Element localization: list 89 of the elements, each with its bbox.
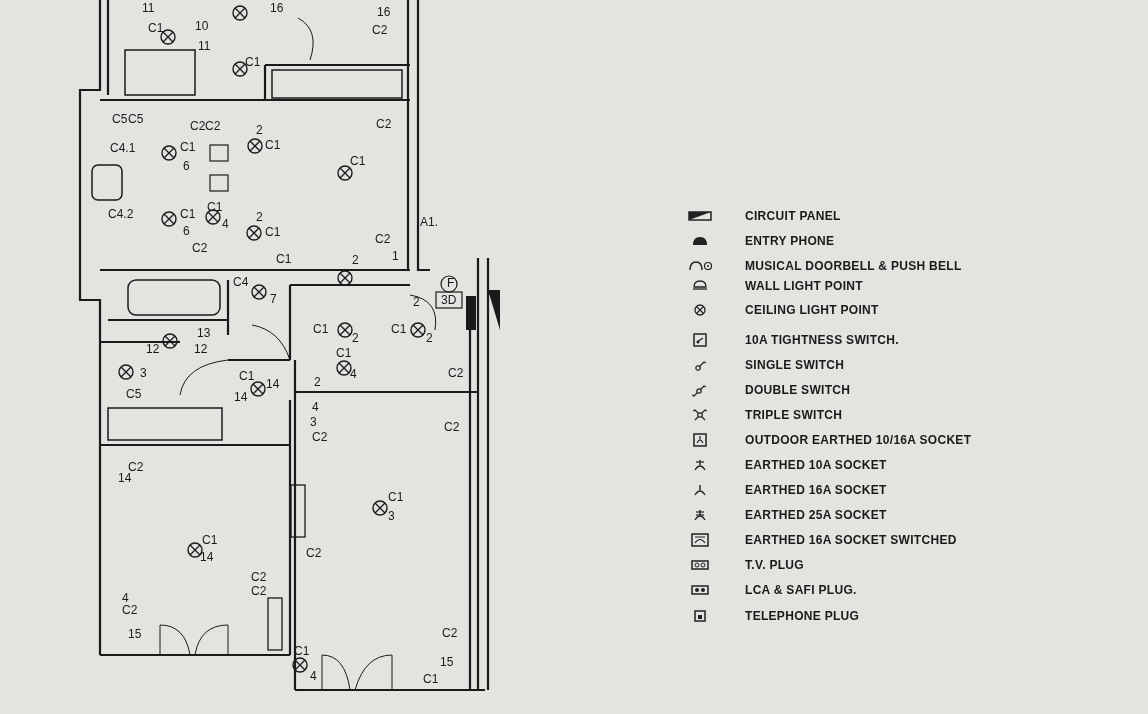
circuit-label: C4: [233, 276, 249, 288]
circuit-label: 14: [234, 391, 248, 403]
circuit-label: 12: [194, 343, 208, 355]
circuit-label: C1: [313, 323, 329, 335]
legend-text: TELEPHONE PLUG: [745, 610, 860, 622]
circuit-label: 7: [270, 293, 277, 305]
legend-text: TRIPLE SWITCH: [745, 409, 843, 421]
circuit-label: C1: [265, 226, 281, 238]
legend-text: CEILING LIGHT POINT: [745, 304, 879, 316]
circuit-label: A1.: [420, 216, 438, 228]
legend-text: T.V. PLUG: [745, 559, 804, 571]
legend-text: LCA & SAFI PLUG.: [745, 584, 857, 596]
circuit-label: 13: [197, 327, 211, 339]
circuit-label: 1: [392, 250, 399, 262]
legend-text: DOUBLE SWITCH: [745, 384, 851, 396]
circuit-label: 4: [350, 368, 357, 380]
legend-text: SINGLE SWITCH: [745, 359, 845, 371]
legend-text: ENTRY PHONE: [745, 235, 835, 247]
legend-text: OUTDOOR EARTHED 10/16A SOCKET: [745, 434, 972, 446]
circuit-label: C2: [192, 242, 208, 254]
circuit-label: C1: [245, 56, 261, 68]
circuit-label: C4.2: [108, 208, 134, 220]
circuit-label: C1: [391, 323, 407, 335]
circuit-label: C2: [128, 461, 144, 473]
circuit-label: 11: [142, 2, 155, 14]
legend-text: EARTHED 25A SOCKET: [745, 509, 887, 521]
circuit-label: 3: [310, 416, 317, 428]
circuit-label: 6: [183, 225, 190, 237]
legend-text: CIRCUIT PANEL: [745, 210, 841, 222]
circuit-label: 4: [310, 670, 317, 682]
circuit-label: 4: [122, 592, 129, 604]
circuit-label: 4: [312, 401, 319, 413]
circuit-label: C1: [423, 673, 439, 685]
circuit-label: 2: [352, 254, 359, 266]
circuit-label: 3: [140, 367, 147, 379]
circuit-label: 3D: [441, 294, 457, 306]
legend-text: EARTHED 16A SOCKET: [745, 484, 887, 496]
legend-text: EARTHED 16A SOCKET SWITCHED: [745, 534, 957, 546]
circuit-label: 16: [377, 6, 391, 18]
circuit-label: C2: [312, 431, 328, 443]
circuit-label: 2: [352, 332, 359, 344]
circuit-label: C1: [148, 22, 164, 34]
circuit-label: 16: [270, 2, 284, 14]
legend-text: EARTHED 10A SOCKET: [745, 459, 887, 471]
circuit-label: C2: [251, 585, 267, 597]
circuit-label: C4.1: [110, 142, 136, 154]
circuit-label: C5: [128, 113, 144, 125]
circuit-label: C1: [180, 208, 196, 220]
circuit-label: C2: [444, 421, 460, 433]
circuit-label: C1: [388, 491, 404, 503]
circuit-label: C2: [205, 120, 221, 132]
circuit-label: C2: [190, 120, 206, 132]
circuit-label: F: [447, 277, 455, 289]
circuit-label: 10: [195, 20, 209, 32]
legend-text: 10A TIGHTNESS SWITCH.: [745, 334, 899, 346]
circuit-label: 11: [198, 40, 211, 52]
circuit-label: C1: [239, 370, 255, 382]
circuit-label: C2: [251, 571, 267, 583]
circuit-label: C2: [376, 118, 392, 130]
circuit-label: 2: [413, 296, 420, 308]
circuit-label: 6: [183, 160, 190, 172]
circuit-label: 4: [222, 218, 229, 230]
circuit-label: C2: [122, 604, 138, 616]
circuit-label: 14: [118, 472, 132, 484]
circuit-label: C2: [448, 367, 464, 379]
circuit-label: C1: [350, 155, 366, 167]
circuit-label: 2: [256, 124, 263, 136]
circuit-label: 14: [200, 551, 214, 563]
circuit-label: C1: [265, 139, 281, 151]
circuit-label: C2: [306, 547, 322, 559]
circuit-label: C1: [180, 141, 196, 153]
circuit-label: 14: [266, 378, 280, 390]
circuit-label: C2: [372, 24, 388, 36]
circuit-label: 3: [388, 510, 395, 522]
circuit-label: C5: [126, 388, 142, 400]
legend-text: MUSICAL DOORBELL & PUSH BELL: [745, 260, 962, 272]
circuit-label: 2: [314, 376, 321, 388]
circuit-label: C2: [442, 627, 458, 639]
circuit-label: C1: [202, 534, 218, 546]
circuit-label: 2: [256, 211, 263, 223]
circuit-label: 15: [440, 656, 454, 668]
circuit-label: C5: [112, 113, 128, 125]
circuit-label: C1: [336, 347, 352, 359]
circuit-label: 12: [146, 343, 160, 355]
legend-text: WALL LIGHT POINT: [745, 280, 863, 292]
circuit-label: C2: [375, 233, 391, 245]
circuit-label: 15: [128, 628, 142, 640]
circuit-label: C1: [276, 253, 292, 265]
circuit-label: 2: [426, 332, 433, 344]
